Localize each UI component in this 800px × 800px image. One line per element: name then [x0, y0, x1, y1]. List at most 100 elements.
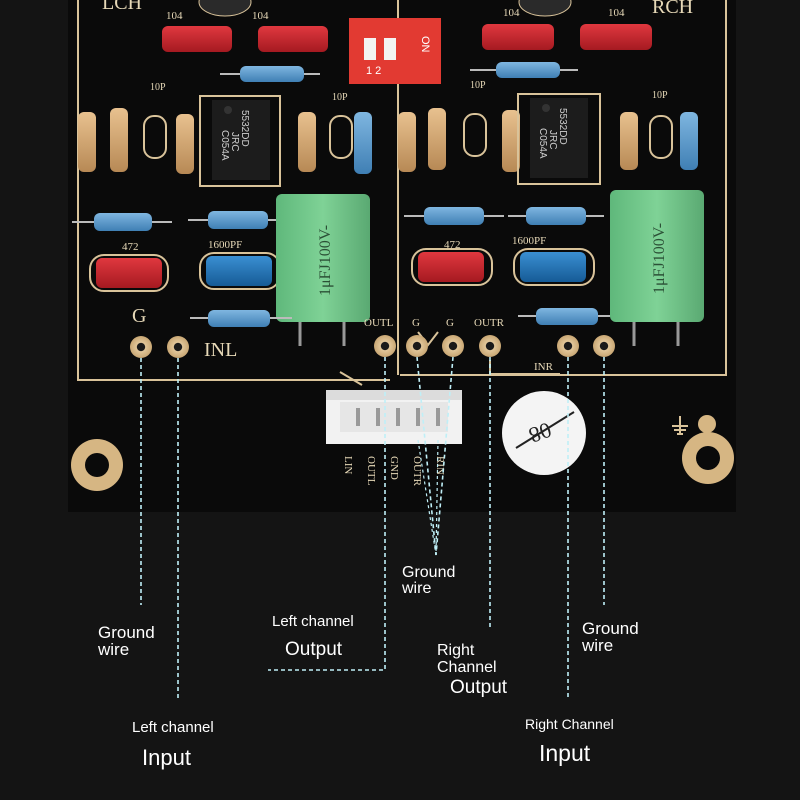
- leader-ground-center-1: [416, 356, 437, 556]
- cap-outline: [513, 248, 595, 286]
- dip-numbers: 1 2: [366, 65, 381, 77]
- cap-10p: [649, 115, 673, 159]
- svg-text:wire: wire: [401, 580, 431, 597]
- chip-part-number: 5532DD: [557, 108, 568, 145]
- cap-10p-label: 10P: [150, 82, 166, 93]
- connector-leaders: [417, 439, 439, 556]
- pin-label-outl: OUTL: [365, 456, 377, 486]
- resistor: [508, 207, 604, 225]
- opamp-chip-right: 5532DD JRC C054A: [517, 93, 601, 185]
- leader-ground-center-2: [435, 356, 454, 556]
- cap-472-label: 472: [122, 241, 139, 253]
- wire-connector: [326, 390, 462, 444]
- pad-g-label: G: [446, 317, 454, 329]
- red-cap-104: [258, 26, 328, 52]
- film-cap-left: 1μFJ100V-: [276, 194, 370, 346]
- resistor-vertical: [398, 108, 698, 172]
- label-left-channel-input: Left channel Input: [132, 719, 214, 770]
- cap-outline: [89, 254, 169, 292]
- resistor: [72, 213, 172, 231]
- cap-10p-label: 10P: [332, 92, 348, 103]
- cap-10p: [463, 113, 487, 157]
- red-cap-104: [162, 26, 232, 52]
- cap-outline: [411, 248, 493, 286]
- chip-part-number: 5532DD: [239, 110, 250, 147]
- cap-104-label: 104: [503, 7, 520, 19]
- cap-104-label: 104: [166, 10, 183, 22]
- red-cap-472: [96, 258, 162, 288]
- svg-text:Output: Output: [285, 639, 343, 660]
- cap-104-label: 104: [608, 7, 625, 19]
- dip-on-label: ON: [419, 36, 431, 53]
- pad-ground-left: [130, 336, 152, 358]
- cap-10p: [143, 115, 167, 159]
- pin-label-lin: LIN: [342, 456, 354, 474]
- svg-text:Ground: Ground: [98, 623, 155, 642]
- svg-text:Input: Input: [142, 745, 191, 770]
- pad-g-label: G: [132, 305, 146, 327]
- chip-lot: C054A: [219, 130, 230, 161]
- label-ground-wire-right: Ground wire: [581, 619, 639, 655]
- ground-pad: [698, 415, 716, 433]
- blue-cap-1600pf: [206, 256, 272, 286]
- label-right-channel-output: Right Channel Output: [437, 642, 508, 698]
- connector-pin-labels: LIN OUTL GND OUTR RIN: [342, 456, 446, 487]
- label-left-channel-output: Left channel Output: [272, 613, 354, 660]
- pad-input-left: [167, 336, 189, 358]
- pin-label-gnd: GND: [388, 456, 400, 480]
- blue-cap-1600pf: [520, 252, 586, 282]
- chip-brand: JRC: [547, 130, 558, 149]
- svg-text:Right: Right: [437, 642, 475, 659]
- pad-ground-right: [593, 335, 615, 357]
- dip-switch: 1 2 ON: [349, 18, 441, 84]
- inspection-sticker: 08: [502, 391, 586, 475]
- label-right-channel-input: Right Channel Input: [525, 716, 614, 766]
- label-ground-wire-center: Ground wire: [401, 564, 455, 597]
- red-cap-104: [580, 24, 652, 50]
- ground-symbol-icon: [672, 416, 688, 435]
- pad-g-label: G: [412, 317, 420, 329]
- resistor: [190, 310, 292, 327]
- potentiometer-base: [198, 0, 252, 17]
- pad-input-right: [557, 335, 579, 357]
- svg-text:Left channel: Left channel: [132, 719, 214, 736]
- resistor-vertical: [78, 108, 372, 174]
- silkscreen-notch: [339, 371, 363, 386]
- pad-ground-1: [406, 335, 428, 357]
- cap-1600pf-label: 1600PF: [512, 235, 546, 247]
- cap-10p: [329, 115, 353, 159]
- pad-ground-2: [442, 335, 464, 357]
- svg-text:wire: wire: [581, 636, 613, 655]
- opamp-chip-left: 5532DD JRC C054A: [199, 95, 281, 187]
- potentiometer-base: [518, 0, 572, 17]
- resistor: [470, 62, 578, 78]
- pad-inr-label: INR: [534, 361, 554, 373]
- solder-pads: [130, 335, 615, 358]
- cap-104-label: 104: [252, 10, 269, 22]
- lch-label: LCH: [102, 0, 142, 14]
- svg-text:Left channel: Left channel: [272, 613, 354, 630]
- svg-text:Input: Input: [539, 740, 591, 766]
- cap-10p-label: 10P: [470, 80, 486, 91]
- resistor: [220, 66, 320, 82]
- pin-label-outr: OUTR: [411, 456, 423, 487]
- svg-text:wire: wire: [97, 640, 129, 659]
- mounting-hole-left: [71, 439, 123, 491]
- svg-text:Ground: Ground: [402, 564, 455, 581]
- svg-text:Channel: Channel: [437, 659, 497, 676]
- label-ground-wire-left: Ground wire: [97, 623, 155, 659]
- svg-text:Ground: Ground: [582, 619, 639, 638]
- resistor: [404, 207, 504, 225]
- rch-label: RCH: [652, 0, 693, 18]
- svg-text:Right Channel: Right Channel: [525, 716, 614, 732]
- chip-lot: C054A: [537, 128, 548, 159]
- annotation-lines: [140, 356, 605, 700]
- svg-text:Output: Output: [450, 677, 508, 698]
- film-cap-label: 1μFJ100V-: [651, 223, 668, 294]
- resistor: [188, 211, 288, 229]
- chip-brand: JRC: [229, 132, 240, 151]
- film-cap-right: 1μFJ100V-: [610, 190, 704, 346]
- pad-outl-label: OUTL: [364, 317, 394, 329]
